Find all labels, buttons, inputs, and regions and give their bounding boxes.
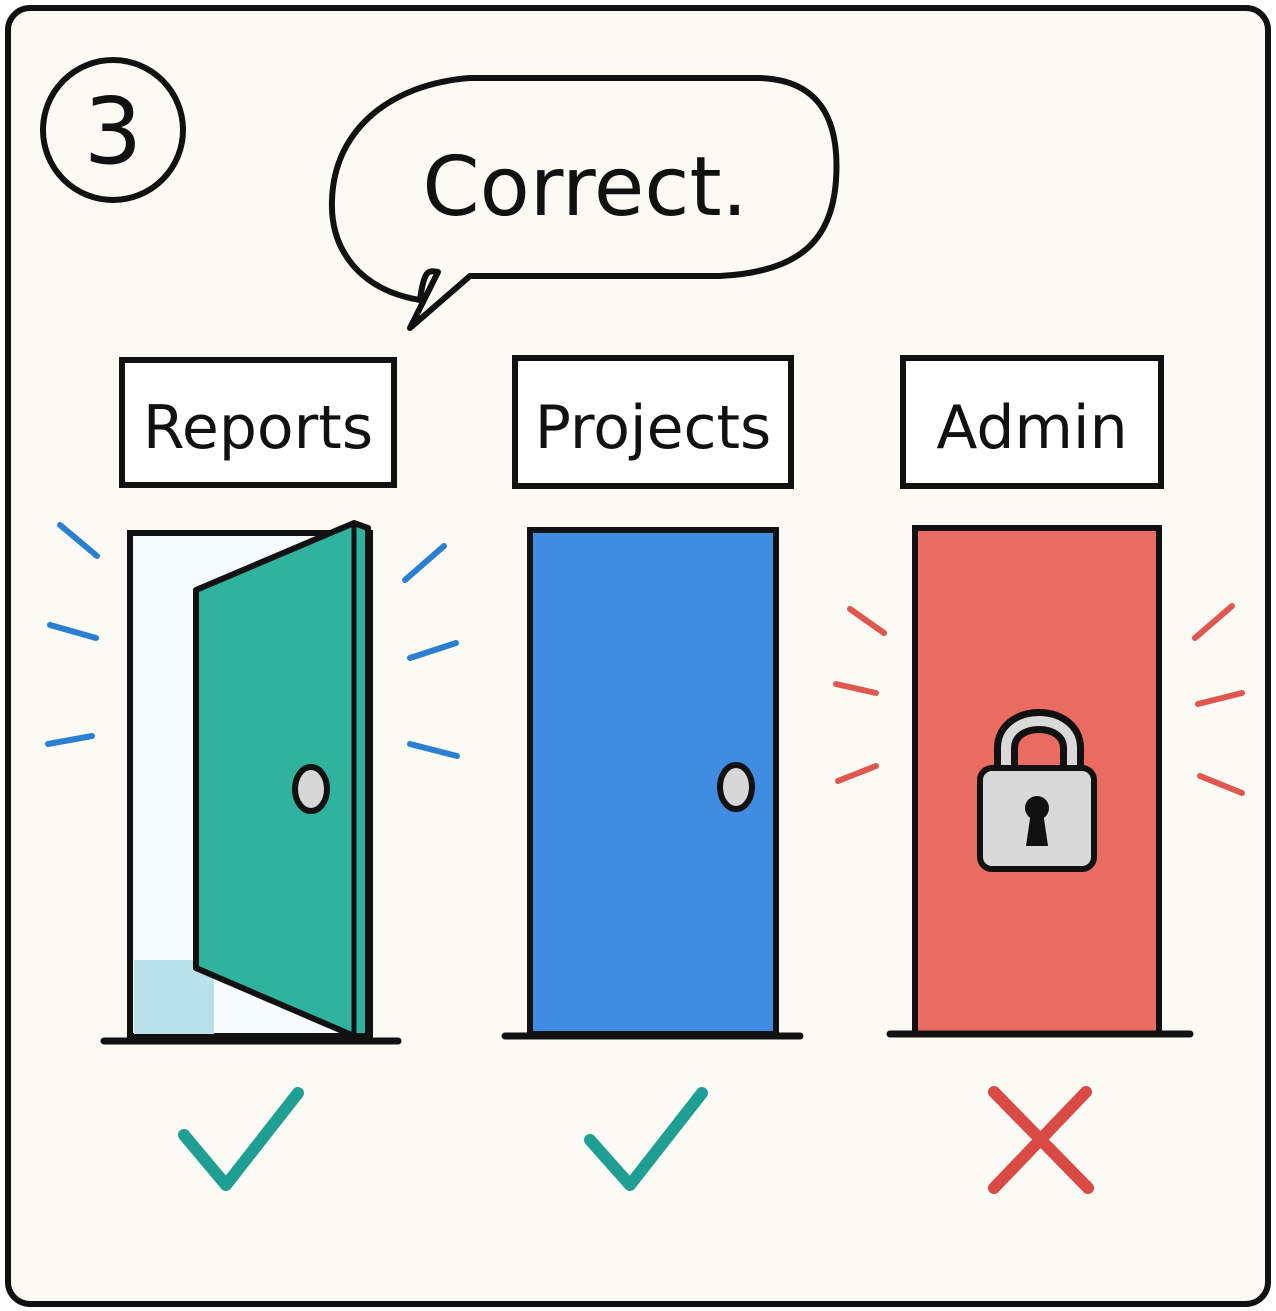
sign-reports-label: Reports [143, 393, 373, 463]
door-projects: Projects [505, 358, 800, 1036]
open-door-leaf [196, 523, 368, 1036]
sign-projects-label: Projects [535, 393, 772, 463]
panel-number: 3 [84, 78, 143, 185]
sign-admin-label: Admin [936, 393, 1127, 463]
door-knob [295, 767, 327, 811]
speech-text: Correct. [422, 140, 747, 235]
door-knob [720, 765, 752, 809]
